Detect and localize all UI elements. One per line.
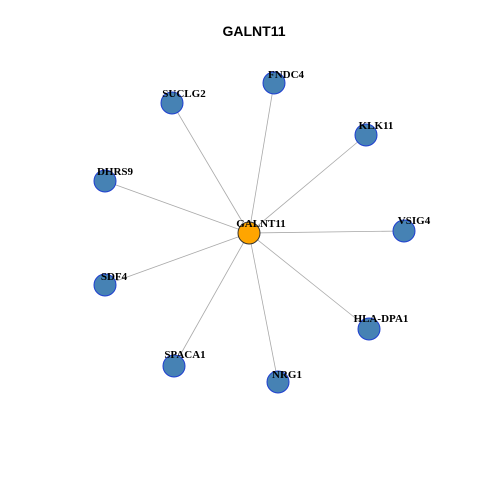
- center-node-label: GALNT11: [236, 218, 286, 230]
- suclg2-node-circle: [160, 91, 184, 115]
- dhrs9-node-circle: [93, 169, 117, 193]
- edge-nrg1: [248, 232, 279, 383]
- edge-hla-dpa1: [248, 232, 370, 330]
- sdf4-node-circle: [93, 273, 117, 297]
- vsig4-node-label: VSIG4: [398, 215, 431, 227]
- edge-spaca1: [173, 232, 250, 367]
- node-suclg2: SUCLG2: [160, 88, 206, 115]
- vsig4-node-circle: [392, 219, 416, 243]
- edge-fndc4: [248, 82, 275, 234]
- edge-dhrs9: [104, 180, 250, 234]
- spaca1-node-label: SPACA1: [164, 349, 205, 361]
- nrg1-node-label: NRG1: [272, 369, 302, 381]
- dhrs9-node-label: DHRS9: [97, 166, 134, 178]
- node-hla-dpa1: HLA-DPA1: [354, 313, 409, 341]
- fndc4-node-label: FNDC4: [268, 69, 305, 81]
- nodes-layer: FNDC4SUCLG2KLK11DHRS9VSIG4SDF4HLA-DPA1SP…: [93, 69, 431, 394]
- spaca1-node-circle: [162, 354, 186, 378]
- node-sdf4: SDF4: [93, 271, 128, 297]
- diagram-title: GALNT11: [222, 23, 285, 39]
- edge-sdf4: [104, 232, 250, 286]
- node-vsig4: VSIG4: [392, 215, 431, 243]
- hla-dpa1-node-circle: [357, 317, 381, 341]
- fndc4-node-circle: [262, 71, 286, 95]
- node-fndc4: FNDC4: [262, 69, 305, 95]
- node-dhrs9: DHRS9: [93, 166, 134, 193]
- hla-dpa1-node-label: HLA-DPA1: [354, 313, 409, 325]
- edges-layer: [104, 82, 405, 383]
- klk11-node-circle: [354, 123, 378, 147]
- nrg1-node-circle: [266, 370, 290, 394]
- node-klk11: KLK11: [354, 120, 394, 147]
- edge-vsig4: [248, 230, 405, 234]
- node-center: GALNT11: [236, 218, 286, 245]
- sdf4-node-label: SDF4: [101, 271, 128, 283]
- suclg2-node-label: SUCLG2: [162, 88, 206, 100]
- node-nrg1: NRG1: [266, 369, 302, 394]
- center-node-circle: [237, 221, 261, 245]
- klk11-node-label: KLK11: [359, 120, 394, 132]
- edge-klk11: [248, 134, 367, 234]
- node-spaca1: SPACA1: [162, 349, 206, 378]
- edge-suclg2: [171, 102, 250, 234]
